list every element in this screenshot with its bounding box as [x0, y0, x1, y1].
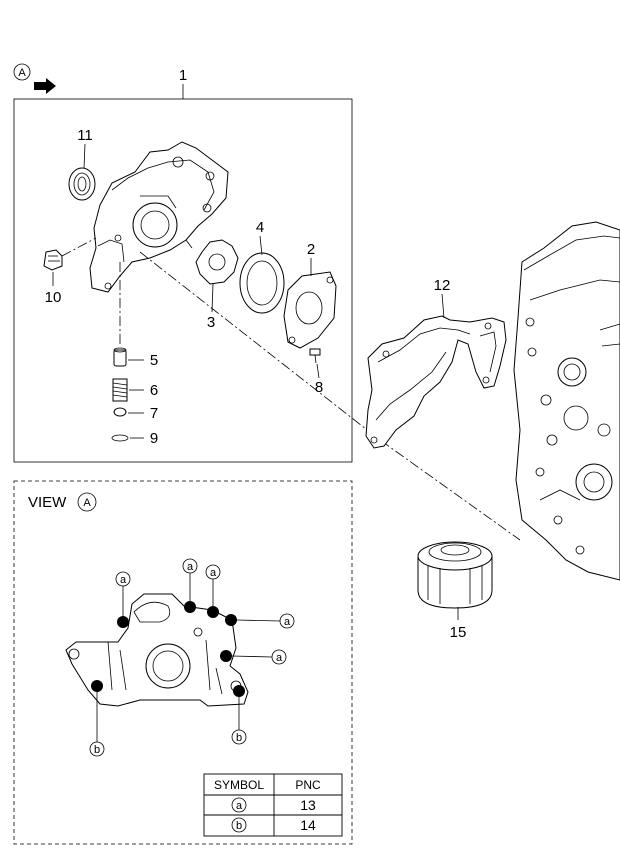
symbol-callout-a: a [236, 613, 295, 629]
callout-12: 12 [434, 277, 451, 294]
relief-plunger [113, 347, 127, 367]
outer-rotor [239, 252, 285, 314]
callout-11: 11 [77, 127, 93, 144]
snap-ring [111, 434, 129, 442]
inner-rotor [195, 239, 239, 285]
callout-2: 2 [307, 241, 315, 258]
oil-pump-assembly-frame [13, 98, 353, 463]
svg-text:a: a [284, 616, 291, 628]
svg-text:b: b [94, 744, 100, 756]
bolt-marker-a-2 [184, 601, 196, 613]
bolt-marker-a-4 [225, 614, 237, 626]
svg-text:a: a [210, 567, 217, 579]
spring-retainer [113, 407, 127, 417]
symbol-callout-a: a [182, 558, 198, 601]
callout-8: 8 [315, 379, 323, 396]
bolt-marker-a-1 [117, 616, 129, 628]
view-direction-arrow-icon [34, 78, 56, 94]
callout-4: 4 [256, 219, 264, 236]
callout-7: 7 [150, 405, 158, 422]
svg-text:a: a [187, 561, 194, 573]
table-row-symbol: a [236, 800, 243, 812]
bolt-marker-b-1 [91, 680, 103, 692]
symbol-callout-b: b [231, 697, 247, 745]
callout-1: 1 [179, 67, 187, 84]
svg-text:b: b [236, 732, 242, 744]
oil-pump-housing [89, 141, 229, 293]
bolt-marker-b-2 [233, 685, 245, 697]
view-a-title-letter: A [83, 497, 91, 509]
table-row-pnc: 13 [300, 797, 316, 813]
symbol-callout-a: a [205, 564, 221, 606]
symbol-callout-a: a [231, 649, 287, 665]
view-a-marker: A [13, 63, 56, 94]
cover-screw [309, 348, 321, 364]
view-a-title: VIEW [28, 494, 67, 511]
callout-5: 5 [150, 352, 158, 369]
callout-6: 6 [150, 382, 158, 399]
oil-filter [417, 541, 493, 609]
view-a-pump-outline [65, 593, 249, 707]
relief-spring [112, 378, 128, 402]
bolt-marker-a-5 [220, 650, 232, 662]
view-a-marker-letter: A [18, 67, 26, 79]
view-a-frame [13, 480, 353, 845]
symbol-callout-a: a [115, 571, 131, 616]
pump-cover [283, 271, 337, 349]
relief-plug [43, 249, 63, 271]
callout-3: 3 [207, 314, 215, 331]
oil-pump-gasket [365, 315, 507, 449]
table-row-symbol: b [236, 820, 242, 832]
symbol-pnc-table: SYMBOL PNC a 13 b 14 [203, 773, 343, 837]
callout-15: 15 [450, 624, 467, 641]
table-header-pnc: PNC [295, 778, 321, 792]
oil-seal [68, 167, 96, 201]
table-header-symbol: SYMBOL [214, 778, 264, 792]
svg-text:a: a [120, 574, 127, 586]
svg-text:a: a [276, 652, 283, 664]
symbol-callout-b: b [89, 692, 105, 757]
callout-9: 9 [150, 430, 158, 447]
engine-block [513, 221, 620, 581]
table-row-pnc: 14 [300, 817, 316, 833]
callout-10: 10 [45, 289, 62, 306]
bolt-marker-a-3 [207, 606, 219, 618]
